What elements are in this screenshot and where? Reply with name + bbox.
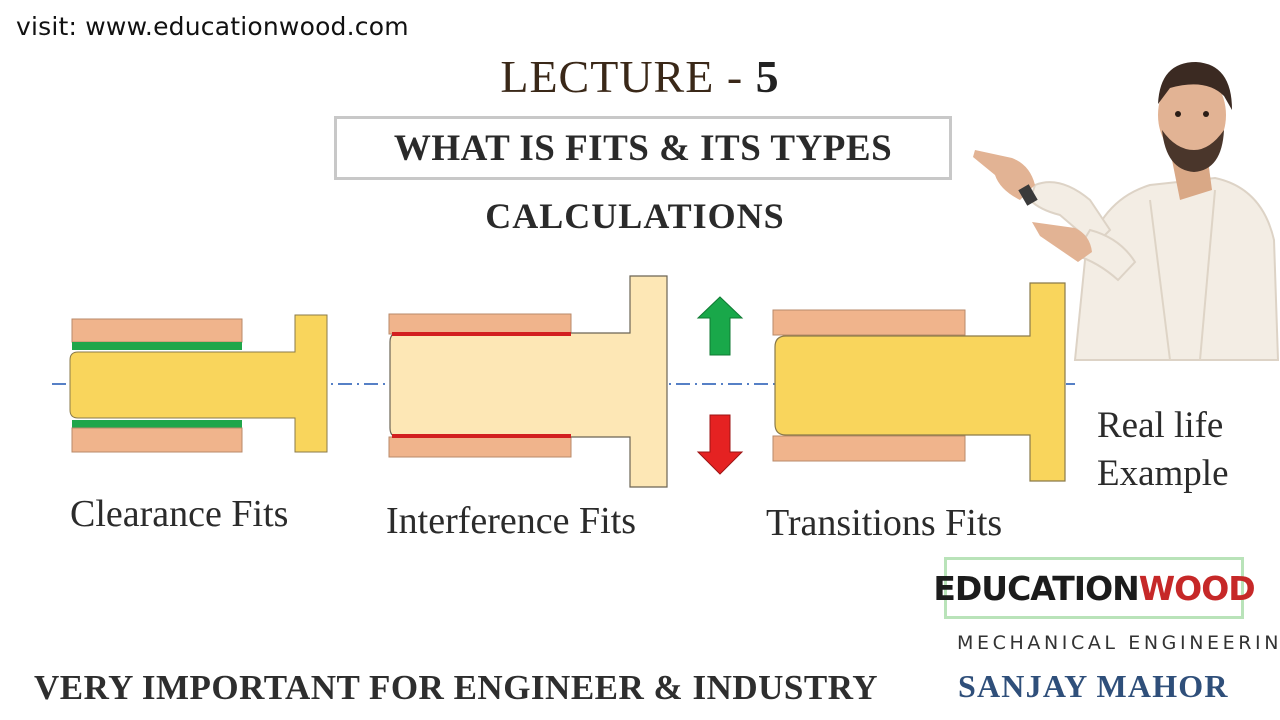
- lecture-label: LECTURE: [500, 51, 715, 102]
- real-life-line1: Real life: [1097, 405, 1224, 446]
- clearance-gap-top: [72, 342, 242, 350]
- title-box: WHAT IS FITS & ITS TYPES: [334, 116, 952, 180]
- department-label: MECHANICAL ENGINEERING: [957, 632, 1280, 654]
- author-name: SANJAY MAHOR: [958, 668, 1229, 704]
- real-life-example: Real life Example: [1097, 402, 1229, 498]
- presenter-photo: [973, 62, 1280, 361]
- clearance-fit-diagram: [69, 314, 328, 453]
- lecture-heading: LECTURE - 5: [490, 50, 790, 103]
- clearance-hole-top: [71, 318, 243, 343]
- footer-tagline: VERY IMPORTANT FOR ENGINEER & INDUSTRY: [34, 668, 879, 707]
- logo-part1: EDUCATION: [933, 568, 1139, 608]
- transition-hole-top: [772, 309, 966, 336]
- transition-hole-bottom: [772, 435, 966, 462]
- logo-part2: WOOD: [1138, 568, 1256, 608]
- interference-hole-top: [388, 313, 572, 335]
- clearance-fit-label: Clearance Fits: [70, 493, 289, 535]
- lecture-number: 5: [755, 51, 780, 102]
- transition-fit-label: Transitions Fits: [766, 502, 1003, 544]
- page-title: WHAT IS FITS & ITS TYPES: [393, 127, 893, 169]
- interference-hole-bottom: [388, 436, 572, 458]
- clearance-hole-bottom: [71, 427, 243, 453]
- transition-fit-diagram: [772, 282, 1066, 482]
- interference-fit-diagram: [388, 275, 668, 488]
- clearance-shaft: [69, 314, 328, 453]
- arrow-down-icon: [696, 414, 744, 475]
- real-life-line2: Example: [1097, 453, 1229, 494]
- website-url: visit: www.educationwood.com: [16, 12, 409, 41]
- interference-fit-label: Interference Fits: [386, 500, 637, 542]
- arrow-up-icon: [696, 296, 744, 356]
- clearance-gap-bottom: [72, 420, 242, 428]
- lecture-separator: -: [726, 51, 744, 102]
- subtitle: CALCULATIONS: [485, 196, 785, 236]
- transition-shaft: [774, 282, 1066, 482]
